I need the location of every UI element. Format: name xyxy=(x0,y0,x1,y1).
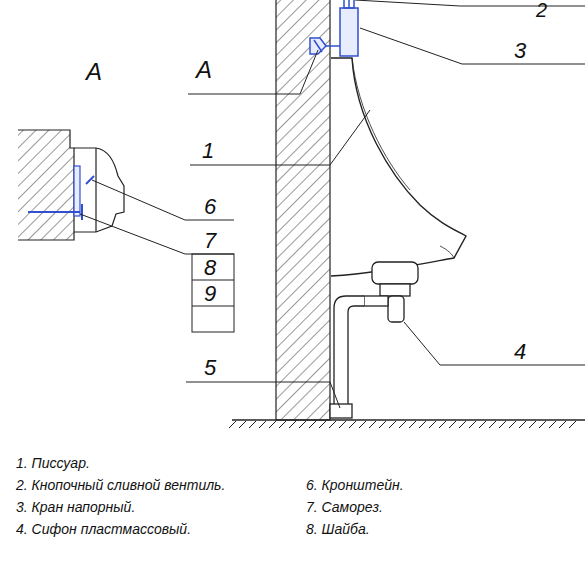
callout-number: 3 xyxy=(514,40,526,62)
urinal xyxy=(331,58,466,276)
callout-number: 7 xyxy=(204,230,216,252)
siphon xyxy=(330,262,418,418)
legend-item: 7. Саморез. xyxy=(306,500,383,514)
callout-number: 4 xyxy=(514,341,526,363)
callout-number: 5 xyxy=(204,357,216,379)
legend-item: 3. Кран напорный. xyxy=(16,500,135,514)
view-letter: A xyxy=(86,60,102,84)
callout-number: 9 xyxy=(204,283,216,305)
leader-lines xyxy=(80,0,585,408)
callout-number: 1 xyxy=(202,140,214,162)
callout-number: 2 xyxy=(536,0,547,20)
wall xyxy=(276,0,330,420)
legend-item: 8. Шайба. xyxy=(306,522,370,536)
detail-a xyxy=(18,130,124,240)
floor xyxy=(229,420,585,428)
legend-item: 1. Писсуар. xyxy=(16,456,90,470)
flush-valve xyxy=(310,0,358,56)
callout-number: 8 xyxy=(204,257,216,279)
legend-item: 2. Кнопочный сливной вентиль. xyxy=(16,478,225,492)
view-letter: A xyxy=(196,58,212,82)
legend-item: 6. Кронштейн. xyxy=(306,478,404,492)
legend-item: 4. Сифон пластмассовый. xyxy=(16,522,191,536)
callout-number: 6 xyxy=(204,196,216,218)
